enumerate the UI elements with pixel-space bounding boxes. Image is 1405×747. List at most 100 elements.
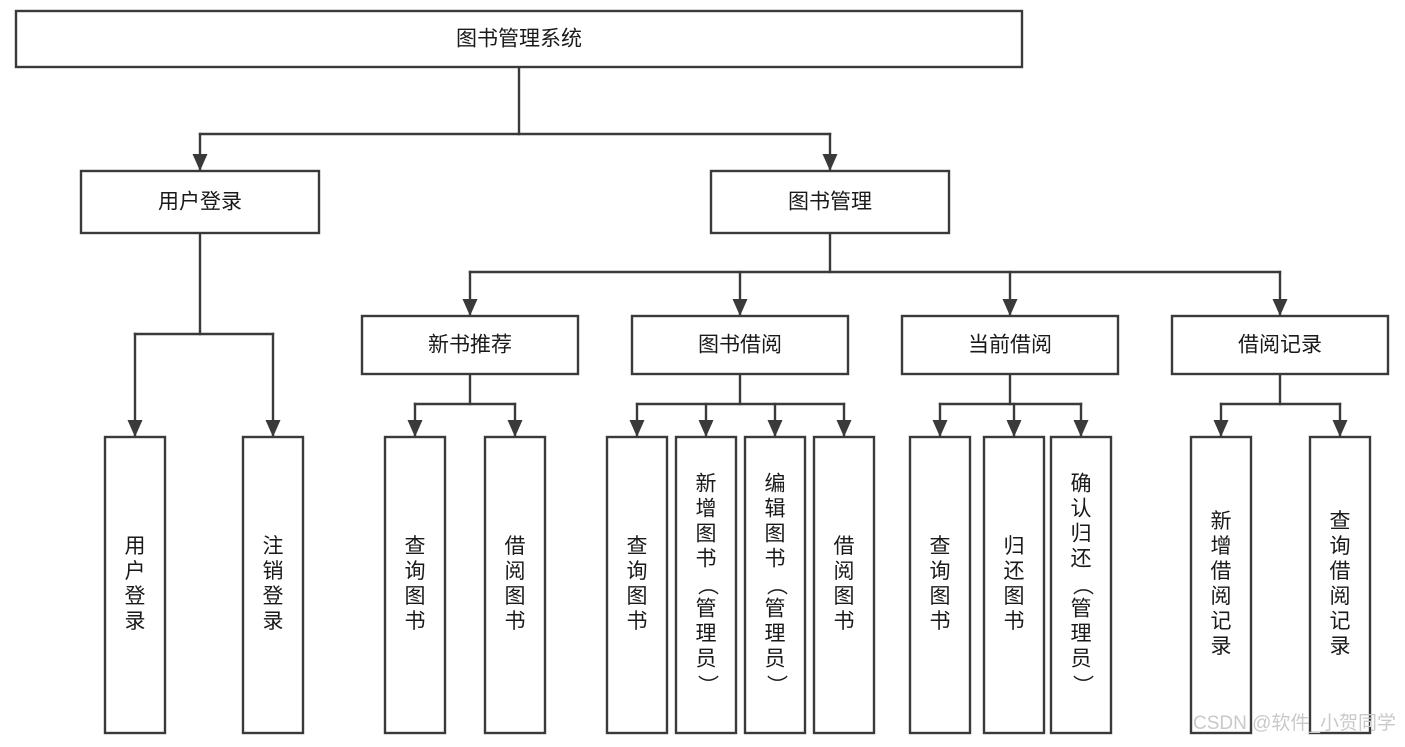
arrow-head-icon	[1332, 420, 1348, 437]
node-label-book-borrow: 图书借阅	[698, 334, 782, 357]
svg-text:图: 图	[765, 523, 786, 546]
node-label-current-borrow: 当前借阅	[968, 334, 1052, 357]
arrow-head-icon	[1073, 420, 1089, 437]
svg-text:员: 员	[765, 648, 786, 671]
svg-text:阅: 阅	[834, 560, 855, 583]
node-book-management[interactable]: 图书管理	[709, 169, 951, 235]
svg-text:还: 还	[1071, 548, 1092, 571]
edges-userlogin-to-leaves	[127, 231, 281, 438]
node-book-borrow[interactable]: 图书借阅	[630, 314, 850, 376]
svg-text:户: 户	[125, 560, 146, 583]
node-label-book-management: 图书管理	[788, 191, 872, 214]
svg-text:书: 书	[1004, 610, 1025, 633]
svg-text:图: 图	[627, 585, 648, 608]
node-leaf-user-login[interactable]: 用户登录	[103, 435, 167, 735]
svg-text:图: 图	[834, 585, 855, 608]
svg-text:归: 归	[1004, 535, 1025, 558]
svg-text:书: 书	[834, 610, 855, 633]
svg-text:图: 图	[696, 523, 717, 546]
node-box-leaf-query-book-2	[605, 435, 669, 735]
node-box-leaf-user-login	[103, 435, 167, 735]
svg-text:确: 确	[1071, 473, 1092, 496]
arrow-head-icon	[767, 420, 783, 437]
svg-text:员: 员	[696, 648, 717, 671]
svg-text:管: 管	[696, 598, 717, 621]
svg-text:理: 理	[1071, 623, 1092, 646]
arrow-head-icon	[462, 299, 478, 316]
svg-text:书: 书	[627, 610, 648, 633]
node-box-root	[14, 9, 1024, 69]
arrow-head-icon	[507, 420, 523, 437]
svg-text:借: 借	[505, 535, 526, 558]
edges-bookborrow-to-leaves	[629, 372, 852, 438]
csdn-watermark: CSDN @软件_小贺同学	[1193, 712, 1396, 734]
node-box-leaf-edit-book	[743, 435, 807, 735]
node-user-login[interactable]: 用户登录	[79, 169, 321, 235]
node-box-leaf-borrow-book-1	[483, 435, 547, 735]
arrow-head-icon	[192, 154, 208, 171]
svg-text:图: 图	[930, 585, 951, 608]
svg-text:增: 增	[1211, 535, 1232, 558]
svg-text:记: 记	[1330, 610, 1351, 633]
node-box-leaf-return-book	[982, 435, 1046, 735]
node-box-leaf-add-borrow-record	[1189, 435, 1253, 735]
node-label-borrow-record: 借阅记录	[1238, 334, 1322, 357]
node-new-book-recommend[interactable]: 新书推荐	[360, 314, 580, 376]
svg-text:录: 录	[1330, 635, 1351, 658]
node-box-user-login	[79, 169, 321, 235]
svg-text:询: 询	[930, 560, 951, 583]
svg-text:员: 员	[1071, 648, 1092, 671]
node-borrow-record[interactable]: 借阅记录	[1170, 314, 1390, 376]
svg-text:用: 用	[125, 535, 146, 558]
svg-text:书: 书	[505, 610, 526, 633]
node-label-user-login: 用户登录	[158, 191, 242, 214]
svg-text:登: 登	[263, 585, 284, 608]
edges-root-to-level2	[192, 65, 838, 172]
svg-text:注: 注	[263, 535, 284, 558]
node-current-borrow[interactable]: 当前借阅	[900, 314, 1120, 376]
node-root[interactable]: 图书管理系统	[14, 9, 1024, 69]
arrow-head-icon	[265, 420, 281, 437]
edges-newbook-to-leaves	[407, 372, 523, 438]
svg-text:借: 借	[834, 535, 855, 558]
svg-text:借: 借	[1211, 560, 1232, 583]
node-box-new-book-recommend	[360, 314, 580, 376]
node-box-leaf-query-book-3	[908, 435, 972, 735]
arrow-head-icon	[1272, 299, 1288, 316]
edges-currentborrow-to-leaves	[932, 372, 1089, 438]
svg-text:登: 登	[125, 585, 146, 608]
svg-text:书: 书	[930, 610, 951, 633]
svg-text:）: ）	[1070, 675, 1093, 696]
node-label-new-book-recommend: 新书推荐	[428, 334, 512, 357]
svg-text:查: 查	[1330, 510, 1351, 533]
arrow-head-icon	[932, 420, 948, 437]
svg-text:新: 新	[1211, 510, 1232, 533]
svg-text:图: 图	[1004, 585, 1025, 608]
svg-text:还: 还	[1004, 560, 1025, 583]
svg-text:阅: 阅	[1330, 585, 1351, 608]
arrow-head-icon	[127, 420, 143, 437]
svg-text:查: 查	[930, 535, 951, 558]
svg-text:理: 理	[765, 623, 786, 646]
svg-text:阅: 阅	[505, 560, 526, 583]
node-box-borrow-record	[1170, 314, 1390, 376]
